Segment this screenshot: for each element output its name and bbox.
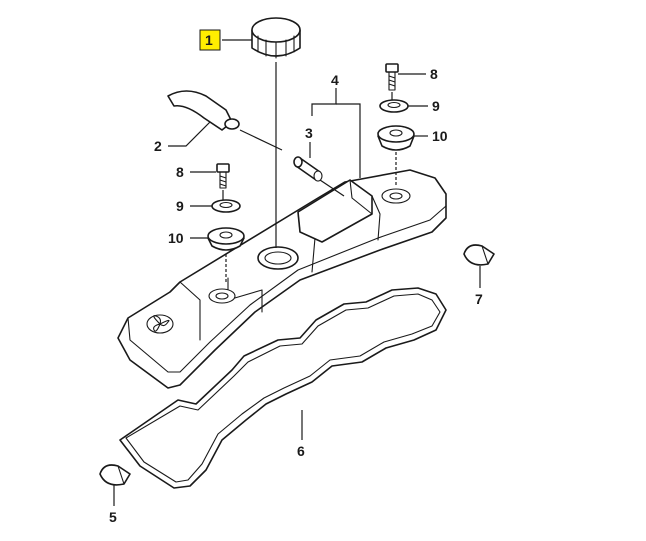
- valve-cover: [117, 169, 447, 389]
- callout-3[interactable]: 3: [305, 125, 313, 141]
- breather-hose: [167, 90, 240, 131]
- callout-7[interactable]: 7: [475, 291, 483, 307]
- hose-leader-line: [239, 129, 283, 151]
- bolt-left: [216, 163, 230, 189]
- oil-filler-cap: [251, 17, 301, 59]
- callout-1[interactable]: 1: [199, 29, 221, 51]
- valve-cover-gasket: [119, 287, 447, 489]
- callout-8-right[interactable]: 8: [430, 66, 438, 82]
- grommet-left: [207, 227, 245, 251]
- half-moon-plug-left: [99, 464, 131, 486]
- callout-label: 1: [205, 32, 213, 48]
- half-moon-plug-right: [463, 244, 495, 266]
- grommet-right: [377, 125, 415, 151]
- washer-left: [211, 199, 241, 213]
- callout-9-left[interactable]: 9: [176, 198, 184, 214]
- callout-10-right[interactable]: 10: [432, 128, 448, 144]
- callout-9-right[interactable]: 9: [432, 98, 440, 114]
- callout-10-left[interactable]: 10: [168, 230, 184, 246]
- callout-6[interactable]: 6: [297, 443, 305, 459]
- dowel-leader-line: [319, 179, 345, 197]
- callout-4[interactable]: 4: [331, 72, 339, 88]
- callout-8-left[interactable]: 8: [176, 164, 184, 180]
- fan-emblem-icon: [146, 314, 174, 334]
- bolt-right: [385, 63, 399, 91]
- dowel-pipe: [293, 156, 323, 182]
- callout-5[interactable]: 5: [109, 509, 117, 525]
- washer-right: [379, 99, 409, 113]
- callout-2[interactable]: 2: [154, 138, 162, 154]
- callout-leaders: [113, 39, 481, 506]
